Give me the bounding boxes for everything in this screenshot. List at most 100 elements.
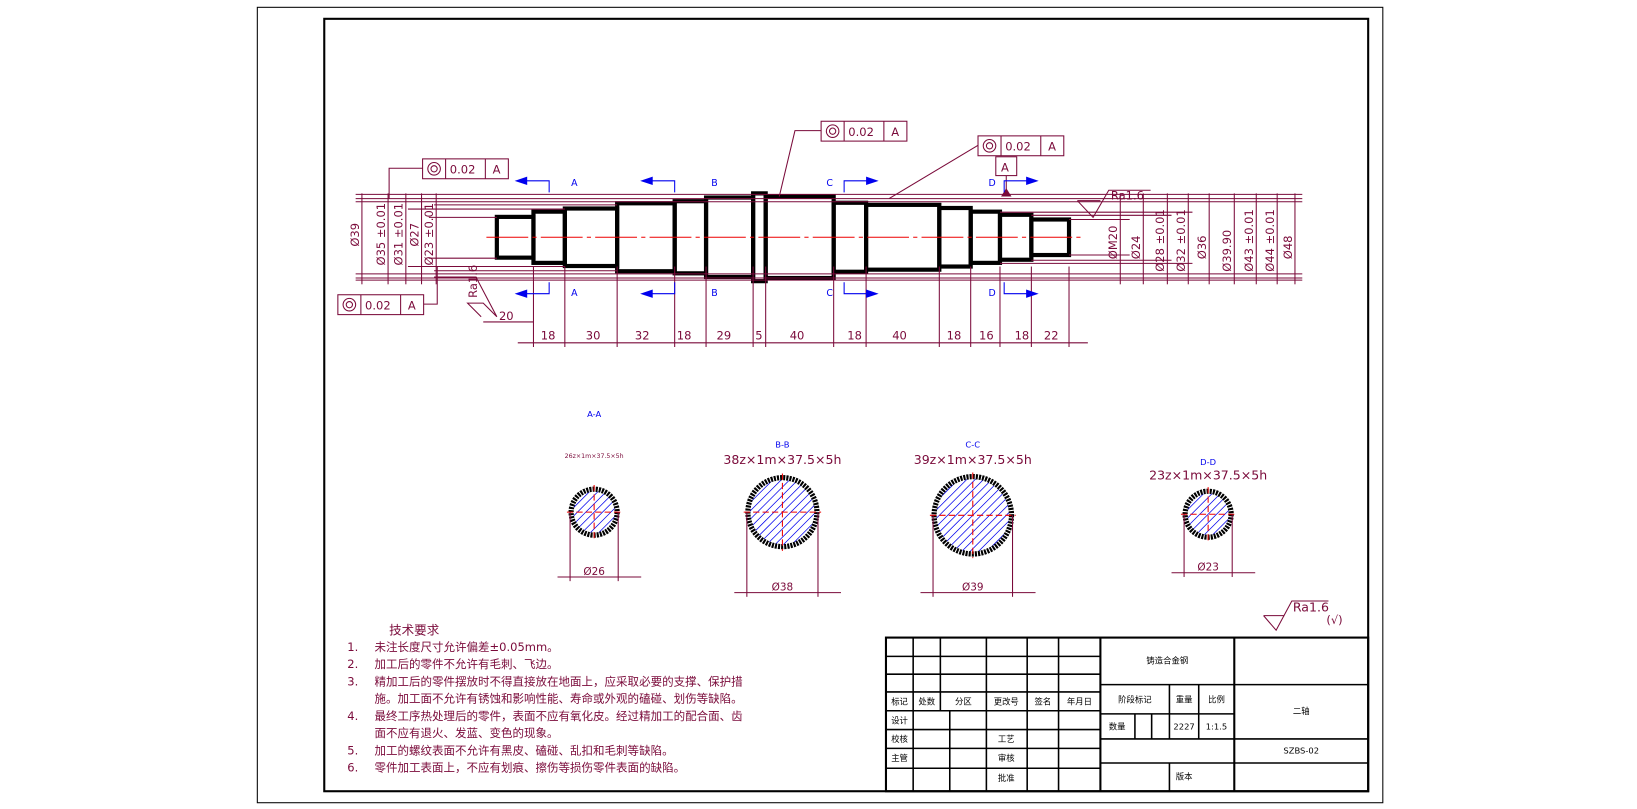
length-dimension: 30 bbox=[586, 329, 601, 343]
svg-text:Ø38: Ø38 bbox=[772, 582, 794, 594]
svg-text:0.02: 0.02 bbox=[365, 298, 391, 312]
title-block-cell: 签名 bbox=[1034, 696, 1051, 706]
svg-text:A: A bbox=[891, 125, 899, 139]
diameter-dimension: Ø31 ±0.01 bbox=[392, 203, 406, 266]
requirement-number: 4. bbox=[347, 709, 358, 723]
inner-frame bbox=[323, 17, 1370, 793]
title-block-cell: 审核 bbox=[998, 753, 1015, 763]
svg-text:38z×1m×37.5×5h: 38z×1m×37.5×5h bbox=[723, 452, 841, 467]
svg-text:Ø23: Ø23 bbox=[1197, 562, 1219, 574]
length-dimension: 18 bbox=[677, 329, 692, 343]
requirement-number: 2. bbox=[347, 657, 358, 671]
section-mark-label: C bbox=[826, 288, 833, 299]
section-mark-label: D bbox=[988, 288, 995, 299]
requirement-text: 加工后的零件不允许有毛刺、飞边。 bbox=[374, 657, 558, 671]
length-dimension: 29 bbox=[717, 329, 732, 343]
length-dimension: 18 bbox=[541, 329, 556, 343]
svg-text:A: A bbox=[1001, 160, 1009, 174]
diameter-dimension: Ø44 ±0.01 bbox=[1263, 209, 1277, 272]
requirement-number: 1. bbox=[347, 640, 358, 654]
section-mark-label: D bbox=[988, 178, 995, 189]
diameter-dimension: Ø23 ±0.01 bbox=[422, 203, 436, 266]
concentricity-icon bbox=[982, 139, 997, 153]
title-block-cell: 1:1.5 bbox=[1206, 722, 1227, 732]
title-block-cell: 二轴 bbox=[1293, 706, 1310, 716]
svg-text:26z×1m×37.5×5h: 26z×1m×37.5×5h bbox=[565, 453, 624, 460]
requirements-title: 技术要求 bbox=[389, 622, 440, 637]
title-block-cell: 更改号 bbox=[994, 696, 1019, 706]
diameter-dimension: Ø48 bbox=[1281, 236, 1295, 260]
roughness-right: Ra1.6 bbox=[1077, 189, 1151, 219]
svg-text:23z×1m×37.5×5h: 23z×1m×37.5×5h bbox=[1149, 468, 1267, 483]
requirement-text: 精加工后的零件摆放时不得直接放在地面上，应采取必要的支撑、保护措 bbox=[374, 675, 743, 689]
svg-text:Ra1.6: Ra1.6 bbox=[1111, 189, 1144, 203]
diameter-dimension: Ø32 ±0.01 bbox=[1174, 209, 1188, 272]
length-dimension: 18 bbox=[947, 329, 962, 343]
svg-text:A: A bbox=[408, 298, 416, 312]
title-block-cell: 年月日 bbox=[1067, 696, 1092, 706]
title-block-cell: 工艺 bbox=[998, 734, 1015, 744]
diameter-dimension: Ø43 ±0.01 bbox=[1242, 209, 1256, 272]
title-block-cell: 铸造合金钢 bbox=[1146, 656, 1188, 666]
length-dimension: 40 bbox=[892, 329, 907, 343]
title-block-cell: 设计 bbox=[891, 715, 908, 725]
requirement-text: 施。加工面不允许有锈蚀和影响性能、寿命或外观的磕碰、划伤等缺陷。 bbox=[374, 691, 742, 705]
requirement-text: 零件加工表面上，不应有划痕、擦伤等损伤零件表面的缺陷。 bbox=[374, 760, 685, 774]
svg-text:0.02: 0.02 bbox=[450, 163, 476, 177]
title-block-cell: 标记 bbox=[891, 696, 908, 706]
title-block-cell: 版本 bbox=[1176, 772, 1193, 782]
svg-text:B-B: B-B bbox=[775, 439, 789, 449]
svg-text:Ø26: Ø26 bbox=[583, 566, 605, 578]
concentricity-icon bbox=[342, 297, 357, 312]
general-roughness: Ra1.6 (√) bbox=[1263, 599, 1343, 632]
technical-requirements: 技术要求 1.未注长度尺寸允许偏差±0.05mm。2.加工后的零件不允许有毛刺、… bbox=[347, 622, 743, 774]
svg-text:39z×1m×37.5×5h: 39z×1m×37.5×5h bbox=[914, 452, 1032, 467]
title-block-cell: 批准 bbox=[998, 773, 1015, 783]
svg-text:0.02: 0.02 bbox=[1005, 140, 1031, 154]
roughness-left: Ra1.6 20 bbox=[434, 265, 534, 323]
concentricity-icon bbox=[825, 124, 840, 138]
title-block-cell: 分区 bbox=[955, 696, 972, 706]
shaft-main-view bbox=[355, 191, 1303, 284]
feature-control-frame: 0.02 A bbox=[337, 266, 438, 316]
svg-text:20: 20 bbox=[499, 309, 514, 323]
title-block-cell: 重量 bbox=[1176, 694, 1193, 704]
diameter-dimension: Ø24 bbox=[1129, 236, 1143, 260]
title-block-cell: 数量 bbox=[1109, 722, 1126, 732]
diameter-dimension: Ø35 ±0.01 bbox=[374, 203, 388, 266]
requirement-number: 3. bbox=[347, 675, 358, 689]
section-mark-label: B bbox=[711, 178, 717, 189]
feature-control-frame: 0.02 A bbox=[388, 158, 509, 199]
diameter-dimension: Ø36 bbox=[1195, 236, 1209, 260]
svg-text:A: A bbox=[1048, 140, 1056, 154]
diameter-dimension: ØM20 bbox=[1106, 226, 1120, 260]
requirement-text: 最终工序热处理后的零件，表面不应有氧化皮。经过精加工的配合面、齿 bbox=[374, 709, 742, 723]
requirement-number: 5. bbox=[347, 744, 358, 758]
svg-text:D-D: D-D bbox=[1200, 457, 1216, 467]
svg-text:A: A bbox=[493, 163, 501, 177]
title-block-cell: 主管 bbox=[891, 753, 908, 763]
svg-text:0.02: 0.02 bbox=[848, 125, 874, 139]
diameter-dimension: Ø39 bbox=[348, 223, 362, 247]
section-mark-label: B bbox=[711, 288, 717, 299]
requirement-text: 加工的螺纹表面不允许有黑皮、磕碰、乱扣和毛刺等缺陷。 bbox=[374, 744, 673, 758]
outer-border bbox=[256, 6, 1384, 804]
length-dimension: 5 bbox=[755, 329, 762, 343]
diameter-dimension: Ø39.90 bbox=[1220, 230, 1234, 272]
svg-text:Ra1.6: Ra1.6 bbox=[1293, 599, 1329, 614]
length-dimension: 32 bbox=[635, 329, 650, 343]
svg-text:C-C: C-C bbox=[965, 439, 980, 449]
svg-text:(√): (√) bbox=[1326, 613, 1342, 627]
length-dimension: 18 bbox=[1015, 329, 1030, 343]
title-block: 标记处数分区更改号签名年月日设计校核主管工艺审核批准铸造合金钢阶段标记重量比例数… bbox=[884, 636, 1370, 793]
title-block-cell: 处数 bbox=[918, 696, 935, 706]
title-block-cell: 2227 bbox=[1173, 722, 1194, 732]
section-mark-label: C bbox=[826, 178, 833, 189]
